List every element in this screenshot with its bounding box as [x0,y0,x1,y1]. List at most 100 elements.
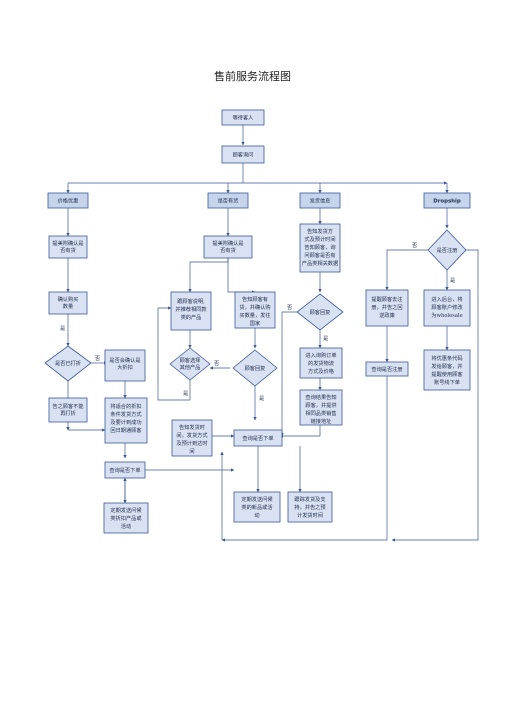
node-start: 等待客人 [221,109,265,126]
svg-text:顾客询问: 顾客询问 [233,151,254,159]
svg-text:提醒使用顾客: 提醒使用顾客 [431,370,462,378]
svg-text:产品类相关数据: 产品类相关数据 [302,259,338,267]
svg-text:提美附确认是: 提美附确认是 [212,239,243,247]
node-order-check-left: 查询是否下单 [104,461,146,479]
svg-text:问顾客是否有: 问顾客是否有 [304,251,335,259]
node-stock-check: 告知顾客有 货，并确认购 买数量，发往 国家 [234,291,276,329]
svg-text:价格优惠: 价格优惠 [58,197,79,205]
svg-text:否: 否 [287,304,292,311]
svg-text:跟踪发货及支: 跟踪发货及支 [294,495,325,503]
node-order-check-center: 查询是否下单 [233,429,283,447]
svg-text:条件发货方式: 条件发货方式 [110,410,142,418]
node-price-confirm-stock: 提美附确认是 否有货 [48,235,88,259]
node-stock-choose-decision: 顾客选择 其他产品 [169,347,211,381]
svg-text:数量: 数量 [63,302,73,310]
svg-text:是: 是 [60,325,65,332]
svg-text:册，并告之回: 册，并告之回 [371,303,402,311]
svg-text:定期发送问候: 定期发送问候 [241,495,273,503]
svg-text:是否已打折: 是否已打折 [55,359,81,367]
svg-text:账号线下单: 账号线下单 [434,378,460,386]
node-price-plan: 将适合的折扣 条件发货方式 及要计到成功 回日期通顾客 [104,397,148,444]
node-drop-register: 进入后台，将 顾客账户修改 为wholesale [423,289,471,327]
svg-text:持，并告之预: 持，并告之预 [294,503,325,511]
svg-text:其他产品: 其他产品 [180,363,201,371]
node-price-confirm-qty: 确认购买 数量 [48,291,88,315]
svg-text:相同品类销售: 相同品类销售 [305,409,336,417]
node-price-discount-decision: 是否已打折 [44,345,92,382]
node-drop-registered-decision: 是否注册 [427,229,467,271]
svg-text:是否注册: 是否注册 [437,246,458,254]
svg-text:及要计到成功: 及要计到成功 [110,418,141,426]
svg-text:否有货: 否有货 [60,246,76,254]
svg-text:顾客选择: 顾客选择 [180,356,202,364]
node-follow-a: 定期发送问候 类的新品或活 动 [233,491,281,523]
svg-text:计发货时间: 计发货时间 [297,511,323,519]
node-follow-b: 跟踪发货及支 持，并告之预 计发货时间 [287,491,333,523]
svg-text:提美附确认是: 提美附确认是 [52,239,83,247]
node-ship-ask: 告知发货方 式及预计时间 告知顾客，询 问顾客是否有 产品类相关数据 [299,223,341,273]
svg-text:定期发送问候: 定期发送问候 [110,506,142,514]
node-stock-reply-decision: 顾客回复 [232,349,278,387]
node-cat-stock: 是否有货 [207,192,249,209]
svg-text:查询是否下单: 查询是否下单 [109,466,140,474]
svg-text:的发货物流: 的发货物流 [308,359,334,367]
svg-text:查询是否注册: 查询是否注册 [371,365,402,373]
svg-text:告之顾客不能: 告之顾客不能 [52,402,83,410]
svg-text:活动: 活动 [121,522,131,530]
node-follow-c: 定期发送问候 类折扣产品或 活动 [103,502,149,534]
node-stock-ask-ship: 告知发货时 间，发货方式 及预计到达时 间 [171,419,213,457]
svg-text:动: 动 [254,512,259,519]
svg-text:确认购买: 确认购买 [58,295,79,303]
svg-text:是否会确认是: 是否会确认是 [109,356,140,364]
svg-text:方式及价格: 方式及价格 [308,367,335,375]
node-drop-contact: 提醒顾客去注 册，并告之回 逆政策 [365,289,409,327]
node-price-no-discount: 告之顾客不能 再打折 [48,397,88,423]
page-title: 售前服务流程图 [214,70,291,83]
svg-text:发给顾客，并: 发给顾客，并 [431,362,462,370]
svg-text:顾客回复: 顾客回复 [310,308,331,316]
svg-text:等待客人: 等待客人 [233,114,254,122]
svg-text:查询是否下单: 查询是否下单 [242,434,273,442]
branch-labels: 是 否 是 是 否 否 是 是 否 [60,242,455,402]
svg-text:告知发货时: 告知发货时 [179,423,205,431]
node-cat-ship: 发货信息 [299,192,341,209]
svg-text:式及预计时间: 式及预计时间 [304,235,335,243]
svg-text:为wholesale: 为wholesale [431,311,462,319]
node-inquiry: 顾客询问 [221,145,265,164]
svg-text:将适合的折扣: 将适合的折扣 [110,402,141,410]
svg-text:否: 否 [95,355,100,362]
svg-text:再打折: 再打折 [60,409,76,417]
svg-text:告知发货方: 告知发货方 [307,227,333,235]
svg-text:间: 间 [189,447,194,455]
svg-text:否有货: 否有货 [220,246,236,254]
svg-text:进入后台，将: 进入后台，将 [431,295,462,303]
svg-text:告知顾客有: 告知顾客有 [242,295,268,303]
svg-text:告知顾客，询: 告知顾客，询 [304,243,335,251]
svg-text:Dropship: Dropship [433,199,461,205]
svg-text:发货信息: 发货信息 [310,197,331,205]
node-ship-track: 查询结果告知 顾客，并提供 相同品类销售 链接地址 [299,389,343,426]
svg-text:货，并确认购: 货，并确认购 [239,303,270,311]
svg-text:提醒顾客去注: 提醒顾客去注 [371,295,402,303]
svg-text:是否有货: 是否有货 [218,197,239,205]
node-price-over-limit: 是否会确认是 大折扣 [104,349,146,382]
svg-text:买数量，发往: 买数量，发往 [239,311,270,319]
svg-text:链接地址: 链接地址 [311,417,332,425]
svg-text:及预计到达时: 及预计到达时 [176,439,207,447]
svg-text:顾客回复: 顾客回复 [245,364,266,372]
svg-text:国家: 国家 [250,319,260,327]
node-ship-match: 进入询购订单 的发货物流 方式及价格 [299,347,343,379]
svg-text:跟顾客说明,: 跟顾客说明, [177,297,205,305]
node-ship-reply-decision: 顾客回复 [296,293,344,331]
node-stock-confirm: 提美附确认是 否有货 [203,235,253,259]
node-drop-notify: 将优惠条代码 发给顾客，并 提醒使用顾客 账号线下单 [423,349,471,391]
svg-text:查询结果告知: 查询结果告知 [305,393,336,401]
svg-text:顾客，并提供: 顾客，并提供 [305,401,336,409]
svg-text:否: 否 [214,360,219,367]
svg-text:大折扣: 大折扣 [117,363,133,371]
node-cat-price: 价格优惠 [47,192,89,209]
svg-text:是: 是 [323,335,328,342]
svg-text:逆政策: 逆政策 [379,311,395,319]
svg-text:间，发货方式: 间，发货方式 [176,431,208,439]
svg-text:回日期通顾客: 回日期通顾客 [110,426,141,434]
